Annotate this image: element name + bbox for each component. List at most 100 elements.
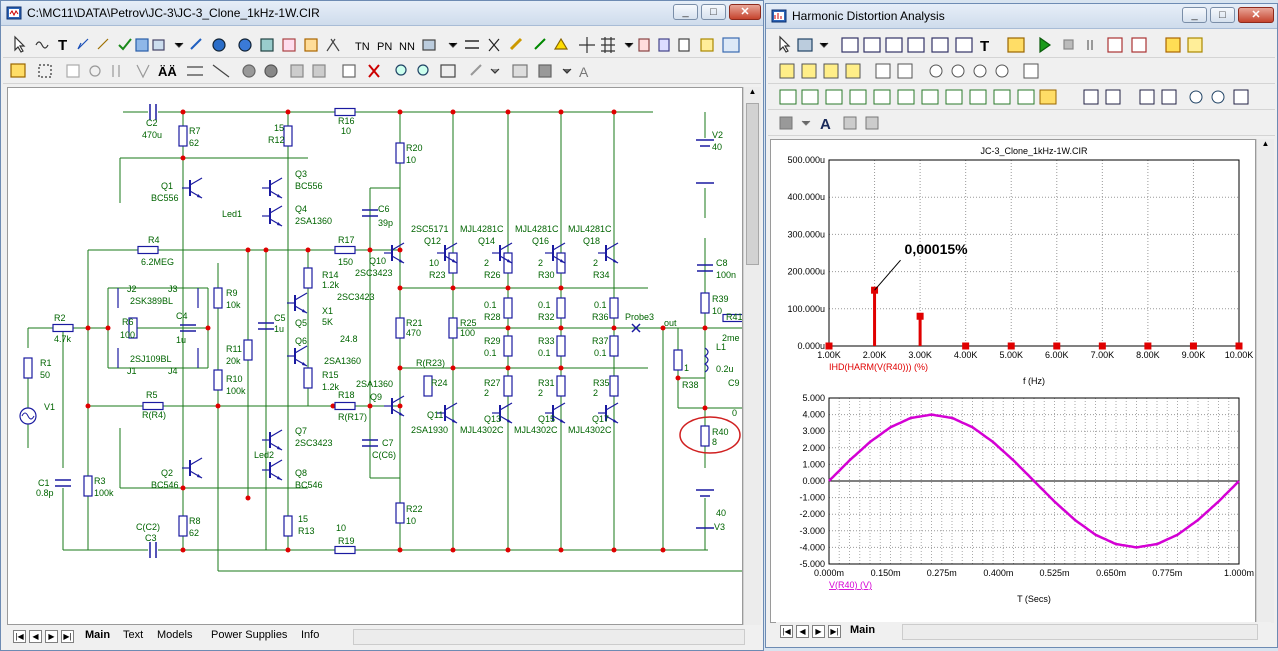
prev-page-icon[interactable]: ◀: [29, 630, 42, 643]
svg-text:R3: R3: [94, 476, 106, 486]
next-page-icon[interactable]: ▶: [45, 630, 58, 643]
horizontal-scrollbar[interactable]: [353, 629, 745, 645]
app-icon: [6, 6, 22, 20]
svg-text:R34: R34: [593, 270, 610, 280]
analysis-toolbar-row-1: T: [768, 31, 1275, 58]
last-page-icon[interactable]: ▶|: [828, 625, 841, 638]
close-button[interactable]: ✕: [1238, 7, 1274, 23]
svg-text:R5: R5: [146, 390, 158, 400]
svg-text:0.1: 0.1: [594, 300, 607, 310]
harmonic-titlebar[interactable]: Harmonic Distortion Analysis _ □ ✕: [766, 4, 1277, 29]
svg-text:0.1: 0.1: [594, 348, 607, 358]
x-tick-label: 0.150m: [871, 568, 901, 578]
options-icon: [1187, 37, 1203, 53]
schematic-window: C:\MC11\DATA\Petrov\JC-3\JC-3_Clone_1kHz…: [0, 0, 764, 651]
scale-icon: [841, 37, 859, 53]
camera-icon: [512, 64, 528, 78]
trace-icon: [1107, 37, 1123, 53]
toolbar-icons-1[interactable]: T TN PN NN: [3, 31, 763, 57]
last-page-icon[interactable]: ▶|: [61, 630, 74, 643]
l1-inductor: [703, 347, 709, 373]
mirror-icon: [112, 65, 120, 77]
tab-models[interactable]: Models: [157, 629, 193, 641]
flag-icon: [509, 37, 523, 51]
scroll-up-arrow-icon[interactable]: ▲: [1261, 139, 1270, 148]
group-icon: [290, 64, 304, 78]
maximize-button[interactable]: □: [1210, 7, 1235, 23]
svg-text:R33: R33: [538, 336, 555, 346]
components[interactable]: [19, 103, 744, 559]
svg-text:X1: X1: [322, 306, 333, 316]
x-tick-label: 4.00K: [954, 350, 978, 360]
x-tick-label: 8.00K: [1136, 350, 1160, 360]
svg-text:R40: R40: [712, 427, 729, 437]
tab-main[interactable]: Main: [850, 624, 876, 636]
horizontal-scrollbar[interactable]: [902, 624, 1258, 640]
svg-text:24.8: 24.8: [340, 334, 358, 344]
y-tick-label: -2.000: [799, 509, 825, 519]
scroll-thumb[interactable]: [746, 103, 759, 265]
svg-text:R41: R41: [726, 312, 742, 322]
close-button[interactable]: ✕: [729, 4, 761, 20]
svg-text:J2: J2: [127, 284, 137, 294]
window-title: C:\MC11\DATA\Petrov\JC-3\JC-3_Clone_1kHz…: [27, 6, 320, 20]
y-tick-label: 300.000u: [787, 229, 825, 239]
minimize-button[interactable]: _: [1182, 7, 1207, 23]
tab-info[interactable]: Info: [301, 629, 320, 641]
svg-text:62: 62: [189, 528, 199, 538]
svg-text:C6: C6: [378, 204, 390, 214]
export-icon: [342, 64, 356, 78]
probe-icon: [534, 38, 546, 50]
tab-text[interactable]: Text: [123, 629, 144, 641]
minimize-button[interactable]: _: [673, 4, 698, 20]
svg-text:100k: 100k: [226, 386, 246, 396]
x-tick-label: 0.525m: [1039, 568, 1069, 578]
analysis-toolbar-icons-3[interactable]: [768, 83, 1277, 109]
chart-vertical-scrollbar[interactable]: ▲: [1256, 139, 1274, 623]
scroll-up-arrow-icon[interactable]: ▲: [748, 87, 757, 96]
svg-text:MJL4302C: MJL4302C: [568, 425, 612, 435]
next-page-icon[interactable]: ▶: [812, 625, 825, 638]
harmonic-charts[interactable]: JC-3_Clone_1kHz-1W.CIR0.000u100.000u200.…: [771, 140, 1255, 622]
svg-text:T: T: [980, 38, 989, 55]
x-tick-label: 1.00K: [817, 350, 841, 360]
copy-icon: [638, 38, 650, 52]
prev-page-icon[interactable]: ◀: [796, 625, 809, 638]
table-icon: [304, 38, 318, 52]
svg-text:R38: R38: [682, 380, 699, 390]
tab-power-supplies[interactable]: Power Supplies: [211, 629, 288, 641]
pins-icon: [465, 40, 479, 49]
harmonic-point: [1235, 342, 1243, 350]
analysis-toolbar-icons-4[interactable]: A: [768, 109, 1277, 135]
schematic-titlebar[interactable]: C:\MC11\DATA\Petrov\JC-3\JC-3_Clone_1kHz…: [1, 1, 763, 26]
svg-text:2SC3423: 2SC3423: [295, 438, 333, 448]
analysis-toolbar-icons-1[interactable]: T: [768, 31, 1277, 57]
svg-text:Q7: Q7: [295, 426, 307, 436]
schematic-vertical-scrollbar[interactable]: ▲: [743, 87, 761, 625]
first-page-icon[interactable]: |◀: [13, 630, 26, 643]
help-icon: [238, 38, 252, 52]
svg-text:R13: R13: [298, 526, 315, 536]
maximize-button[interactable]: □: [701, 4, 726, 20]
svg-text:Q12: Q12: [424, 236, 441, 246]
svg-text:Q11: Q11: [427, 410, 443, 420]
toolbar-icons-2[interactable]: ÄÄ A: [3, 57, 763, 83]
tab-main[interactable]: Main: [85, 629, 111, 641]
select-tool-icon: [14, 35, 26, 53]
svg-text:10: 10: [712, 306, 722, 316]
svg-text:R30: R30: [538, 270, 555, 280]
peak-icon: [1131, 37, 1147, 53]
first-page-icon[interactable]: |◀: [780, 625, 793, 638]
svg-text:0.2u: 0.2u: [716, 364, 734, 374]
analysis-toolbar-icons-2[interactable]: [768, 57, 1277, 83]
y-tick-label: 0.000: [802, 476, 825, 486]
svg-text:1u: 1u: [274, 324, 284, 334]
cut-icon: [212, 64, 230, 78]
svg-text:2SC3423: 2SC3423: [337, 292, 375, 302]
cross-icon: [488, 38, 500, 52]
svg-text:R(R23): R(R23): [416, 358, 445, 368]
svg-text:Q6: Q6: [295, 336, 307, 346]
